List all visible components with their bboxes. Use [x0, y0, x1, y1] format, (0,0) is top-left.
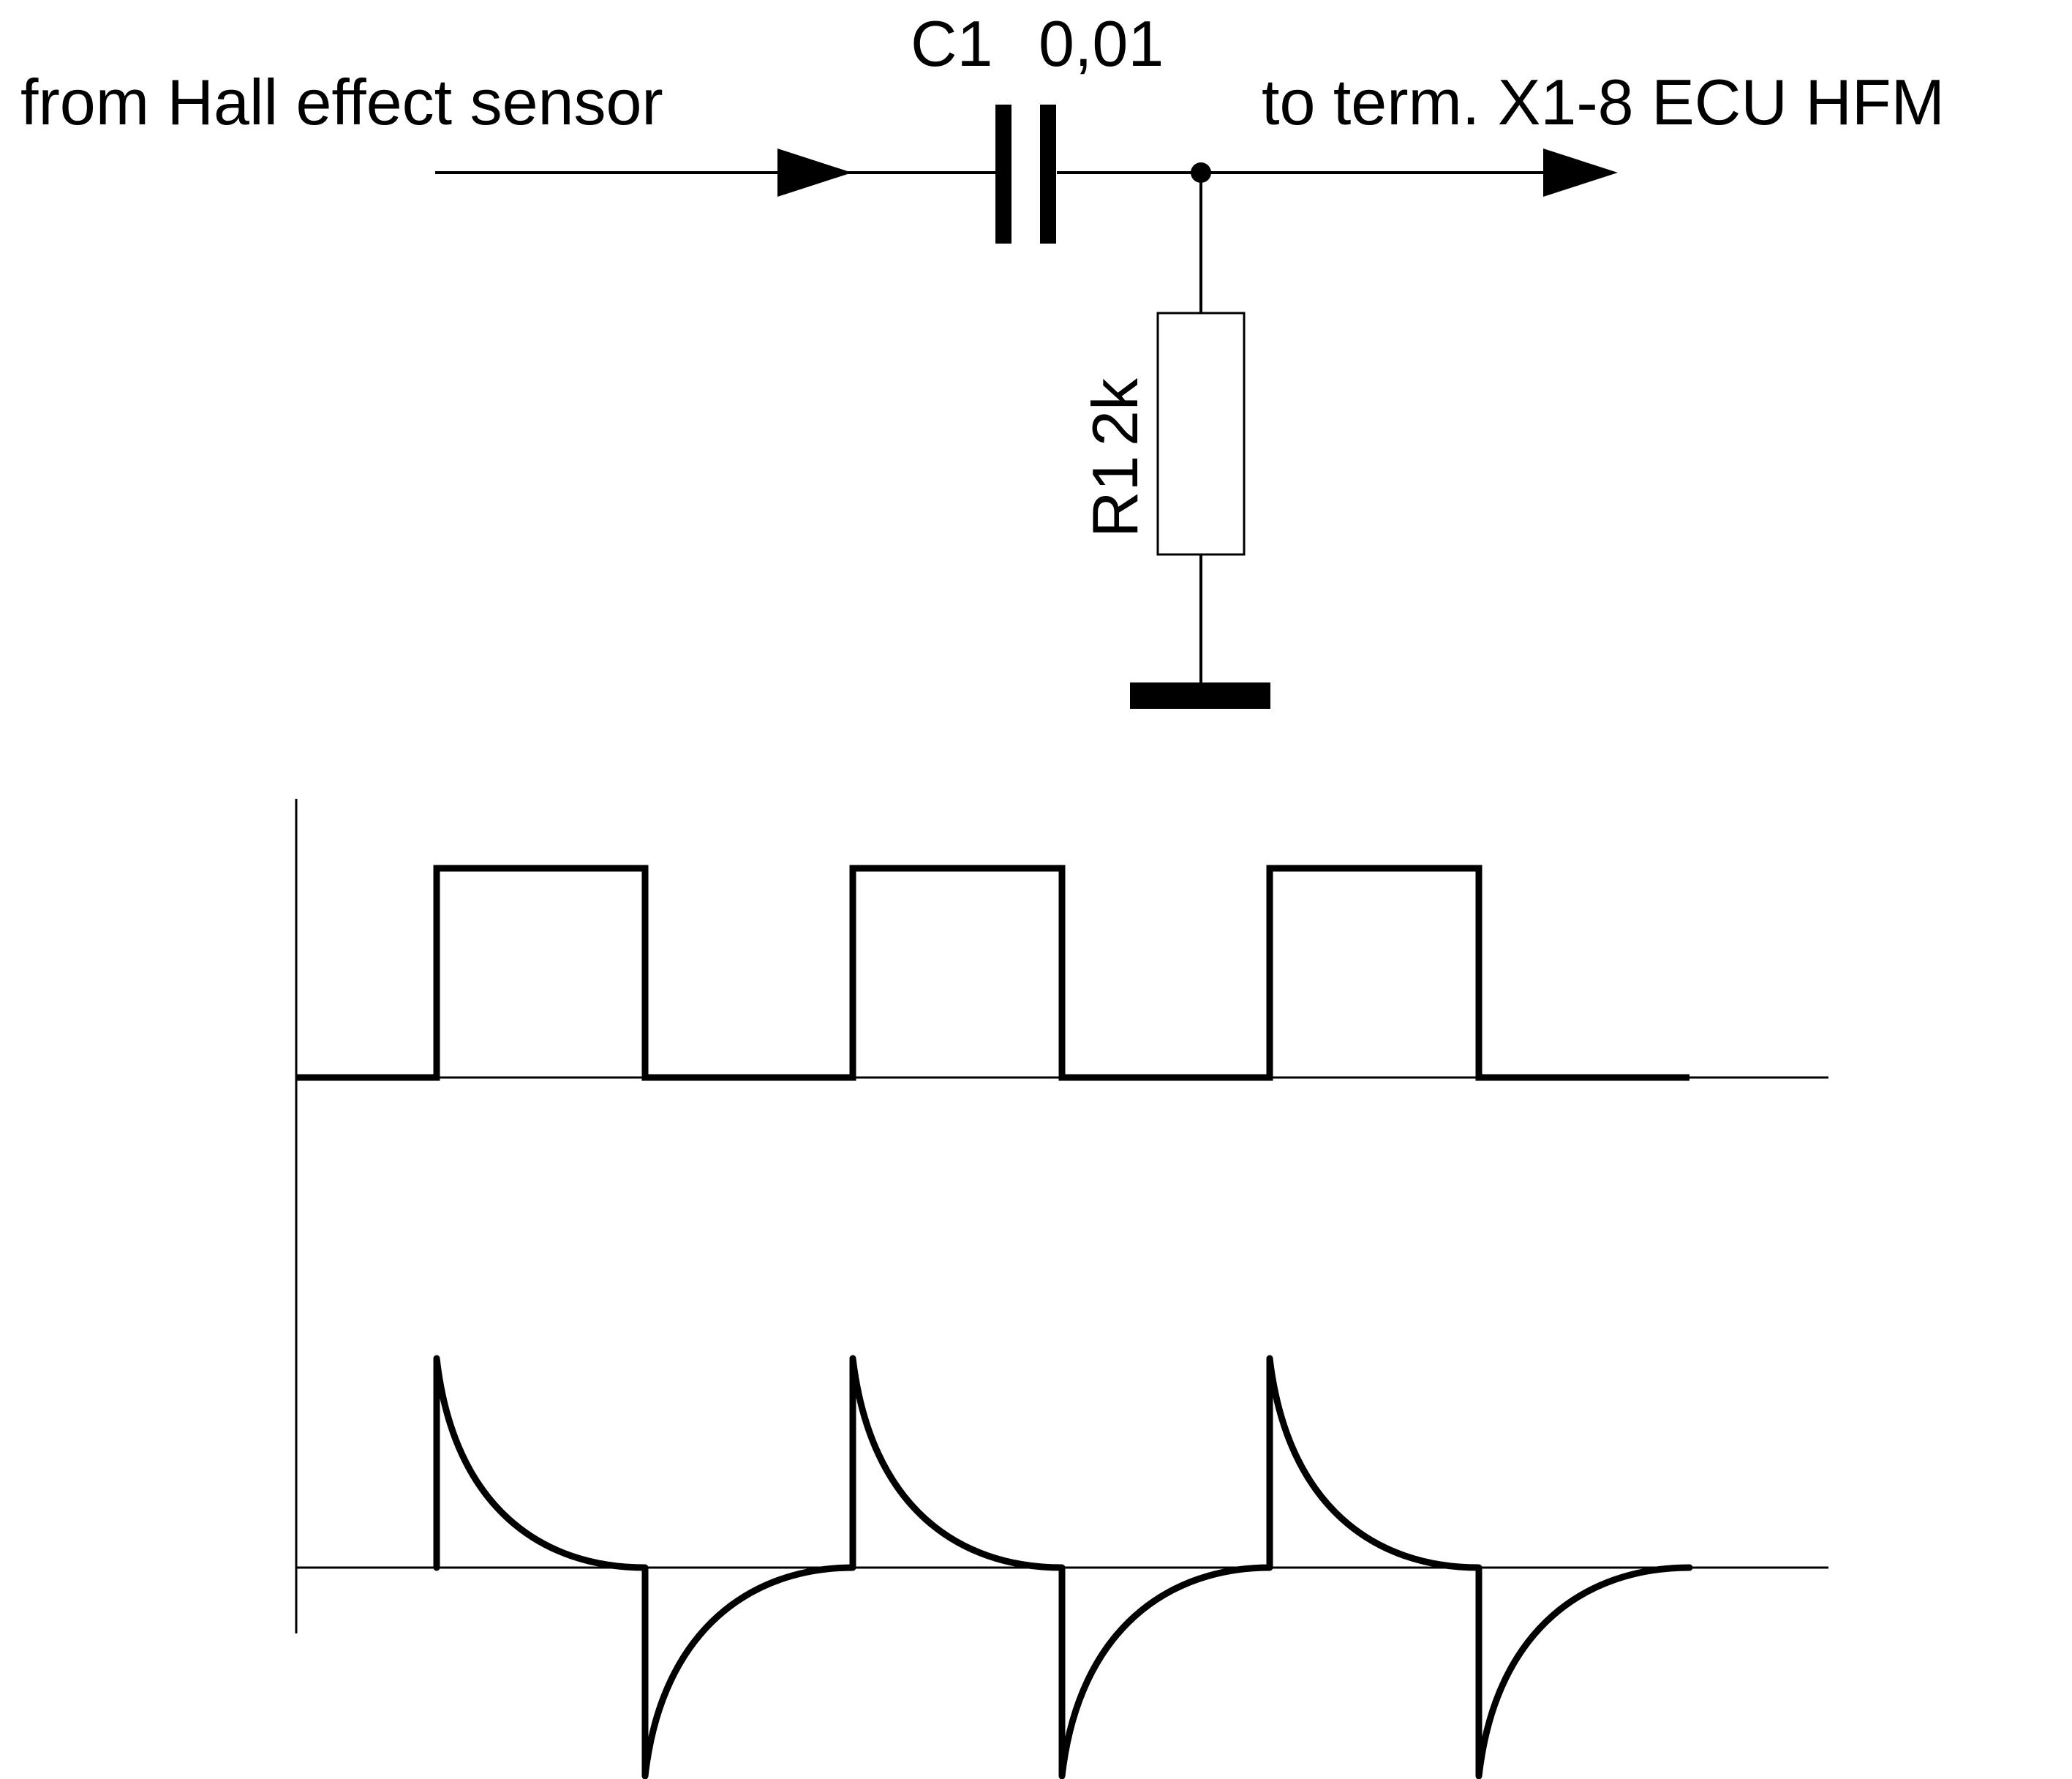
junction-dot	[1191, 162, 1211, 183]
resistor-label: R1 2k	[1079, 377, 1151, 538]
output-label: to term. X1-8 ECU HFM	[1262, 66, 1945, 138]
resistor-body	[1156, 312, 1246, 556]
ground-icon	[1130, 682, 1270, 709]
input-label: from Hall effect sensor	[20, 66, 663, 138]
output-spike-wave	[433, 1355, 1693, 1779]
output-arrow-icon	[1543, 148, 1618, 197]
capacitor-value: 0,01	[1039, 7, 1164, 80]
resistor-value: 2k	[1079, 377, 1151, 446]
resistor-name: R1	[1079, 456, 1151, 538]
input-arrow-icon	[777, 148, 852, 197]
input-square-wave	[296, 865, 1689, 1081]
capacitor-name: C1	[911, 7, 993, 80]
